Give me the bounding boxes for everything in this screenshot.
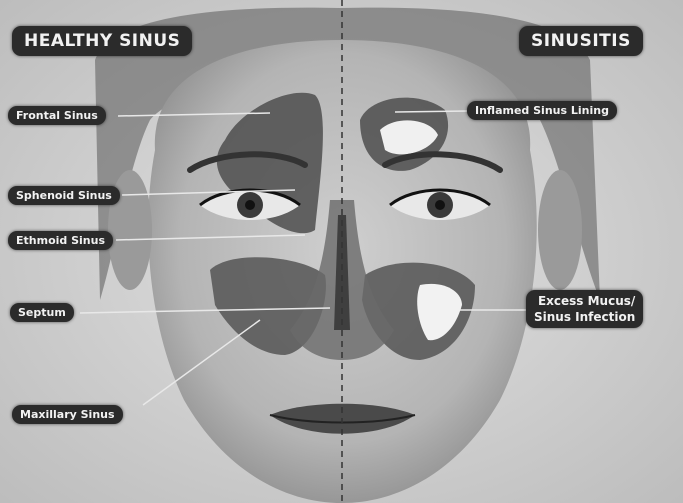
label-frontal-sinus: Frontal Sinus (8, 106, 106, 125)
label-excess-mucus-line2: Sinus Infection (534, 309, 635, 325)
right-ear (538, 170, 582, 290)
label-excess-mucus: Excess Mucus/ Sinus Infection (526, 290, 643, 328)
title-sinusitis: SINUSITIS (519, 26, 643, 56)
label-sphenoid-sinus: Sphenoid Sinus (8, 186, 120, 205)
inflamed-leader (395, 111, 468, 112)
label-maxillary-sinus: Maxillary Sinus (12, 405, 123, 424)
label-excess-mucus-line1: Excess Mucus/ (534, 293, 635, 309)
title-healthy-sinus: HEALTHY SINUS (12, 26, 192, 56)
label-septum: Septum (10, 303, 74, 322)
label-inflamed-sinus-lining: Inflamed Sinus Lining (467, 101, 617, 120)
label-ethmoid-sinus: Ethmoid Sinus (8, 231, 113, 250)
